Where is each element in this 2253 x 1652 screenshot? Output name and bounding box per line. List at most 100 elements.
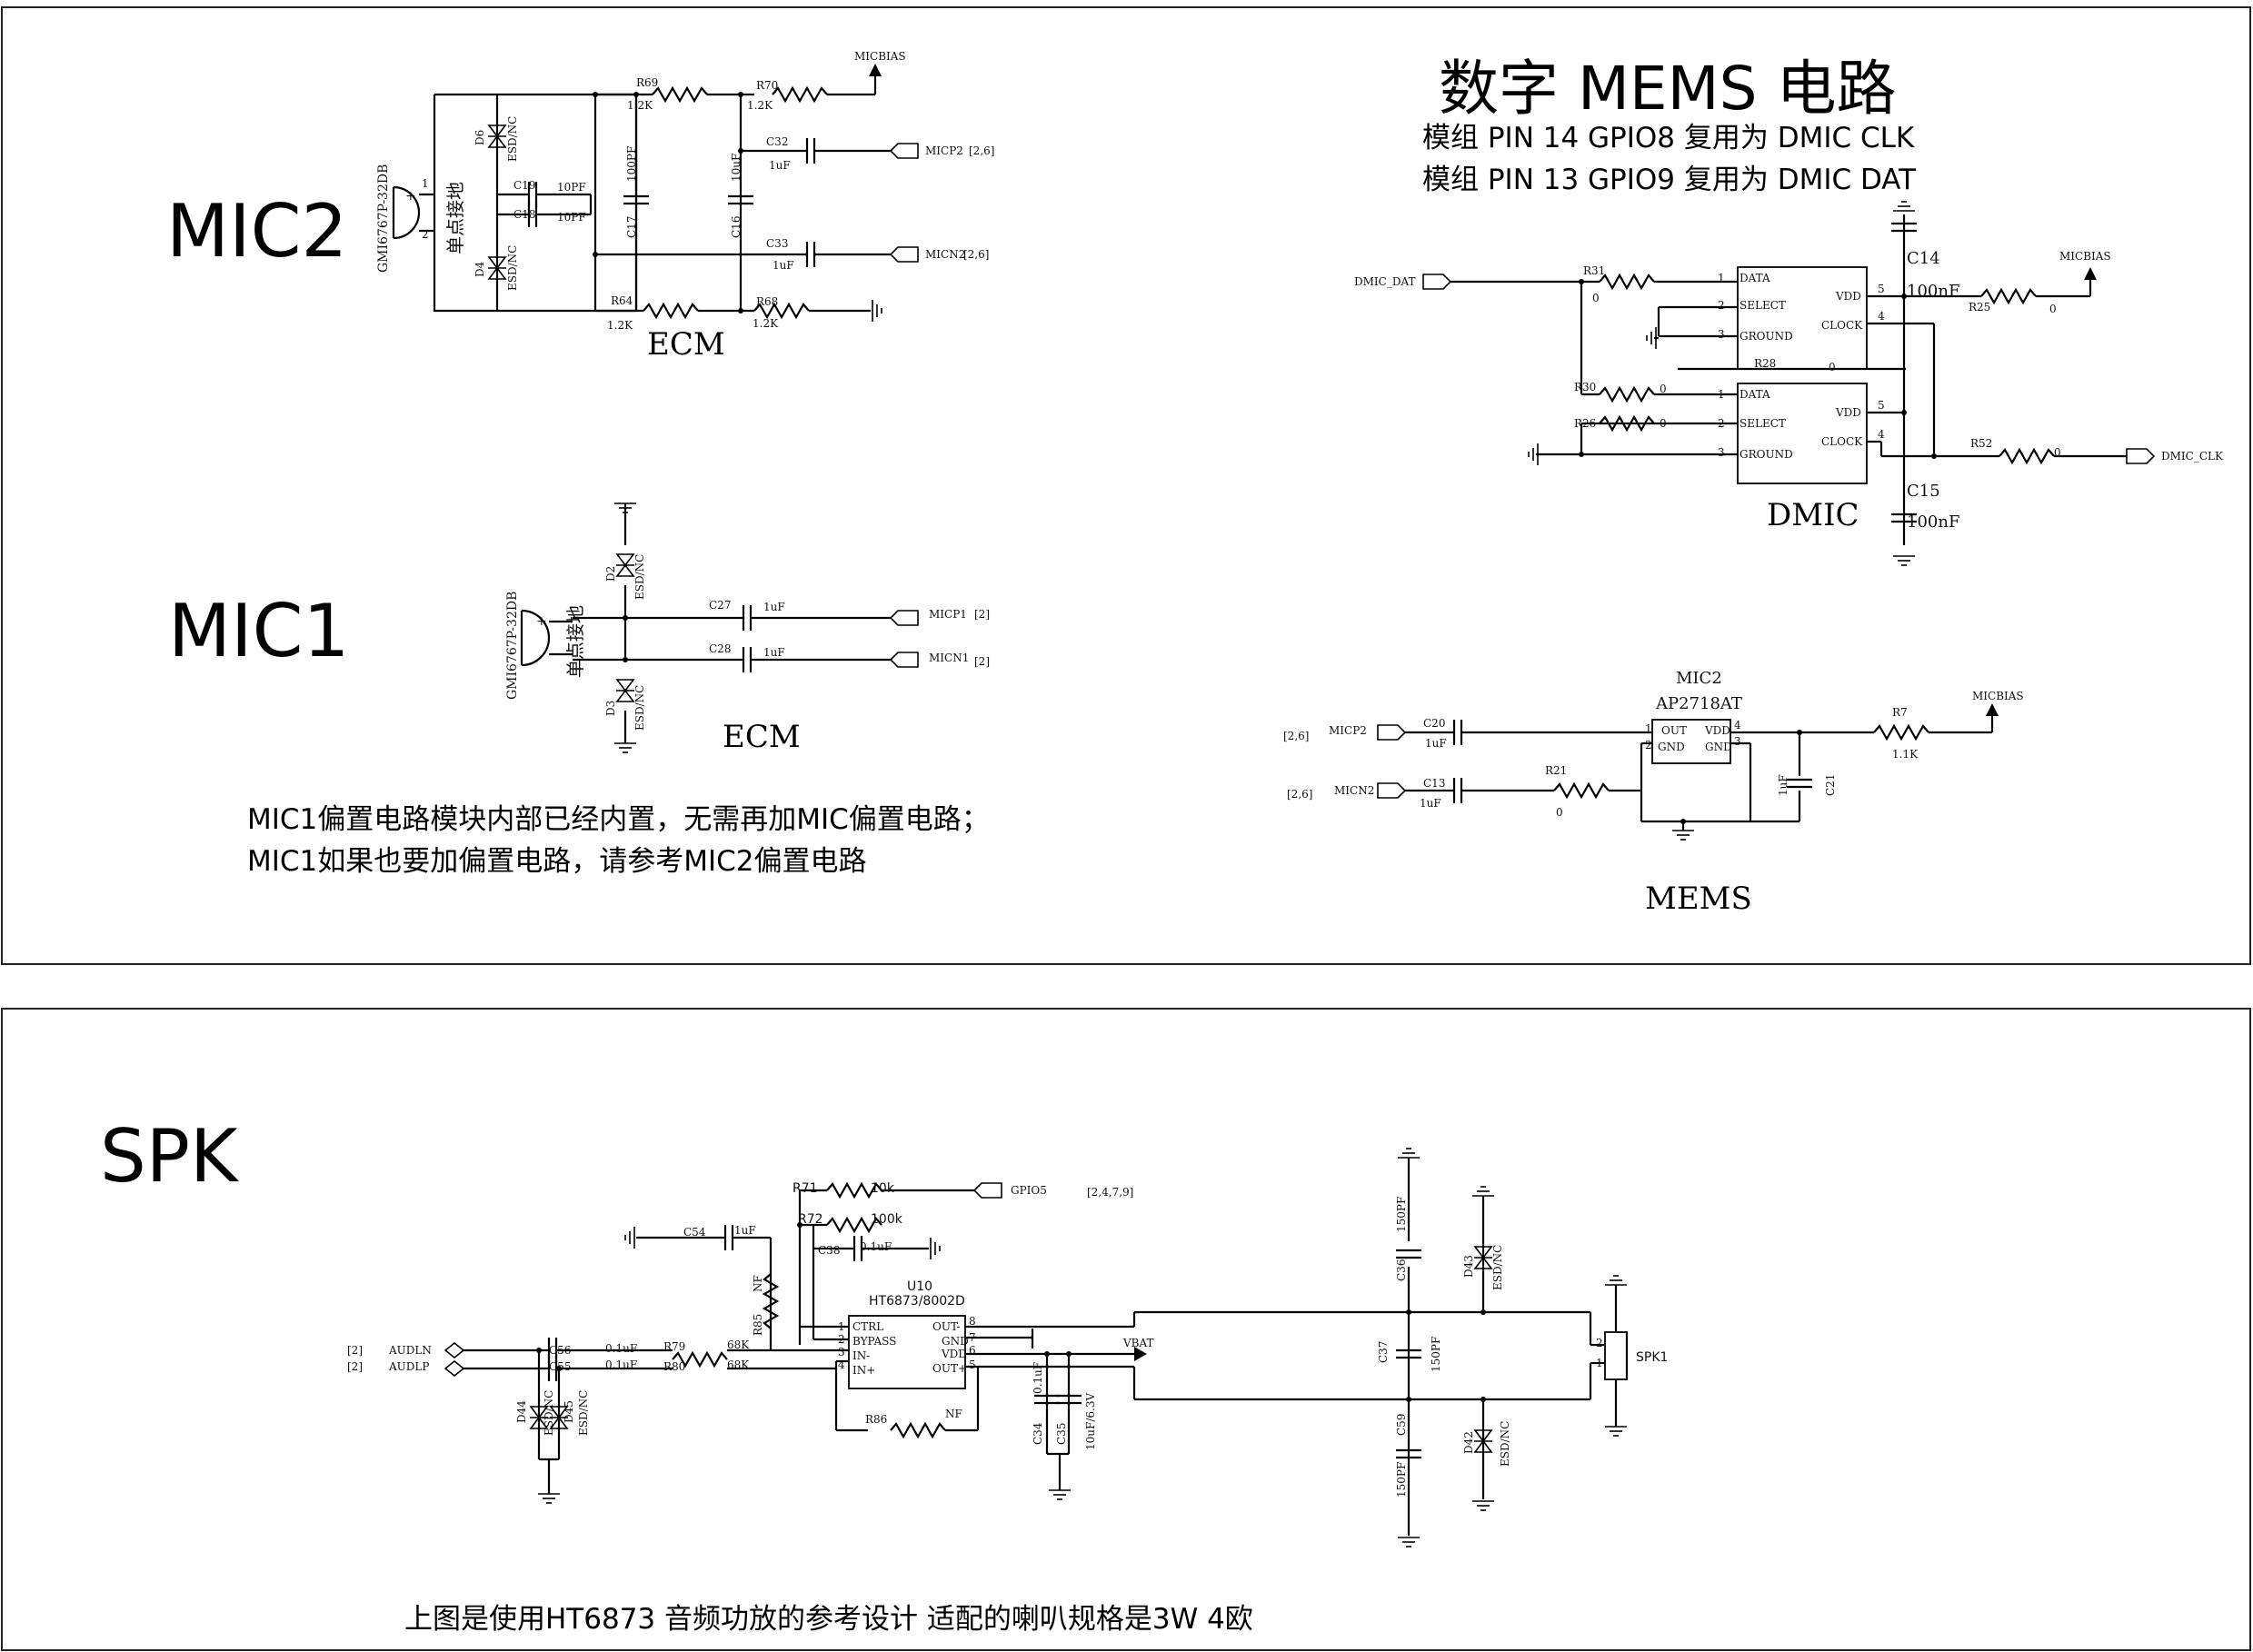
r64-label: R64 [611,294,633,307]
d6-label: D6 [474,130,486,145]
c20-value: 1uF [1425,737,1447,750]
mic1-note-line2: MIC1如果也要加偏置电路，请参考MIC2偏置电路 [247,845,867,878]
svg-text:1: 1 [838,1320,845,1333]
svg-text:+: + [536,614,547,629]
c17-label: C17 [625,216,638,238]
r86-value: NF [945,1408,962,1420]
mems-mic2: MIC2 [1676,669,1722,688]
r72-label: R72 [798,1212,823,1227]
spk-note: 上图是使用HT6873 音频功放的参考设计 适配的喇叭规格是3W 4欧 [404,1603,1253,1636]
u10-bypass: BYPASS [852,1335,896,1348]
section-title-mic1: MIC1 [168,589,349,673]
svg-text:+: + [405,189,416,204]
micn1-ref: [2] [974,655,990,668]
svg-text:3: 3 [838,1346,845,1358]
d45-label: D45 [563,1400,575,1423]
r28-label: R28 [1754,357,1776,370]
c35-value: 10uF/6.3V [1084,1393,1097,1450]
audln-ref: [2] [347,1344,363,1357]
c56-label: C56 [549,1344,571,1357]
r71-label: R71 [793,1181,818,1196]
svg-text:2: 2 [1645,739,1652,751]
r7-label: R7 [1892,706,1908,719]
c27-value: 1uF [763,601,785,613]
c59-value: 150PF [1395,1462,1408,1498]
svg-text:2: 2 [1718,299,1725,312]
mic1-circuit: + GMI6767P-32DB 单点接地 D2 ESD/NC D3 ESD/NC… [505,503,990,753]
r25-label: R25 [1969,301,1990,313]
mic1-gnd-note: 单点接地 [564,605,586,678]
bottom-frame [1,1008,2251,1651]
c16-label: C16 [730,216,743,238]
r21-label: R21 [1545,764,1567,777]
d6-esd: ESD/NC [506,116,519,162]
d44-esd: ESD/NC [543,1390,555,1436]
svg-text:3: 3 [1718,446,1725,459]
mems-ref-2: [2,6] [1287,788,1312,801]
c14-label: C14 [1907,249,1940,268]
micbias-label: MICBIAS [854,50,906,63]
mems-micbias: MICBIAS [1972,690,2024,702]
c36-label: C36 [1395,1259,1408,1281]
dmic-block-label: DMIC [1767,497,1859,533]
micp2-label: MICP2 [925,144,963,157]
chip2-ground: GROUND [1740,448,1793,461]
c34-value: 0.1uF [1032,1362,1044,1394]
svg-text:4: 4 [1878,310,1885,323]
audlp-label: AUDLP [388,1360,429,1373]
spk1-label: SPK1 [1636,1350,1668,1365]
c15-label: C15 [1907,482,1940,501]
d4-label: D4 [474,261,486,277]
c33-value: 1uF [773,259,794,272]
d43-esd: ESD/NC [1491,1245,1504,1290]
dmic-subtitle-2: 模组 PIN 13 GPIO9 复用为 DMIC DAT [1422,164,1917,196]
u10-inp: IN+ [852,1364,875,1377]
c37-label: C37 [1377,1341,1390,1363]
c15-value: 100nF [1907,513,1959,532]
r71-value: 10k [871,1181,895,1196]
c13-label: C13 [1423,777,1445,790]
mems-ref-1: [2,6] [1283,730,1309,742]
r31-value: 0 [1592,292,1600,304]
svg-text:5: 5 [1878,283,1885,295]
d4-esd: ESD/NC [506,245,519,291]
u10-label: U10 [907,1279,932,1294]
u10-inm: IN- [852,1349,870,1362]
micp1-label: MICP1 [929,608,967,621]
mic2-part: GMI6767P-32DB [376,164,391,273]
r69-value: 1.2K [627,99,653,112]
svg-text:2: 2 [1596,1337,1603,1349]
d42-esd: ESD/NC [1499,1421,1511,1467]
mems-pin-gnd-2: GND [1705,741,1732,753]
r79-label: R79 [663,1340,685,1353]
dmic-micbias-label: MICBIAS [2059,250,2111,263]
gpio5-ref: [2,4,7,9] [1087,1186,1133,1199]
c19-value: 10PF [557,181,586,194]
micp2-ref: [2,6] [969,144,994,157]
micn2-label: MICN2 [925,248,965,261]
c21-value: 1uF [1777,774,1789,796]
svg-text:4: 4 [1734,719,1741,731]
r85-nf: NF [752,1275,764,1292]
svg-text:3: 3 [1734,735,1741,748]
chip2-select: SELECT [1740,417,1786,430]
mems-pin-vdd: VDD [1704,724,1730,737]
c17-value: 100PF [625,146,638,182]
r26-label: R26 [1574,417,1596,430]
u10-outm: OUT- [932,1320,960,1333]
svg-text:5: 5 [969,1358,976,1371]
chip2-data: DATA [1740,388,1770,401]
chip1-clock: CLOCK [1821,319,1863,332]
c32-label: C32 [766,135,788,148]
u10-gnd: GND [942,1335,969,1348]
r79-value: 68K [727,1339,750,1351]
audln-label: AUDLN [388,1344,432,1357]
c20-label: C20 [1423,717,1445,730]
c19-label: C19 [513,179,535,192]
mic2-pin2: 2 [422,228,429,241]
d3-label: D3 [604,701,617,716]
u10-outp: OUT+ [932,1362,967,1375]
r72-value: 100k [871,1212,903,1227]
c21-label: C21 [1824,774,1837,796]
r28-value: 0 [1829,361,1836,373]
